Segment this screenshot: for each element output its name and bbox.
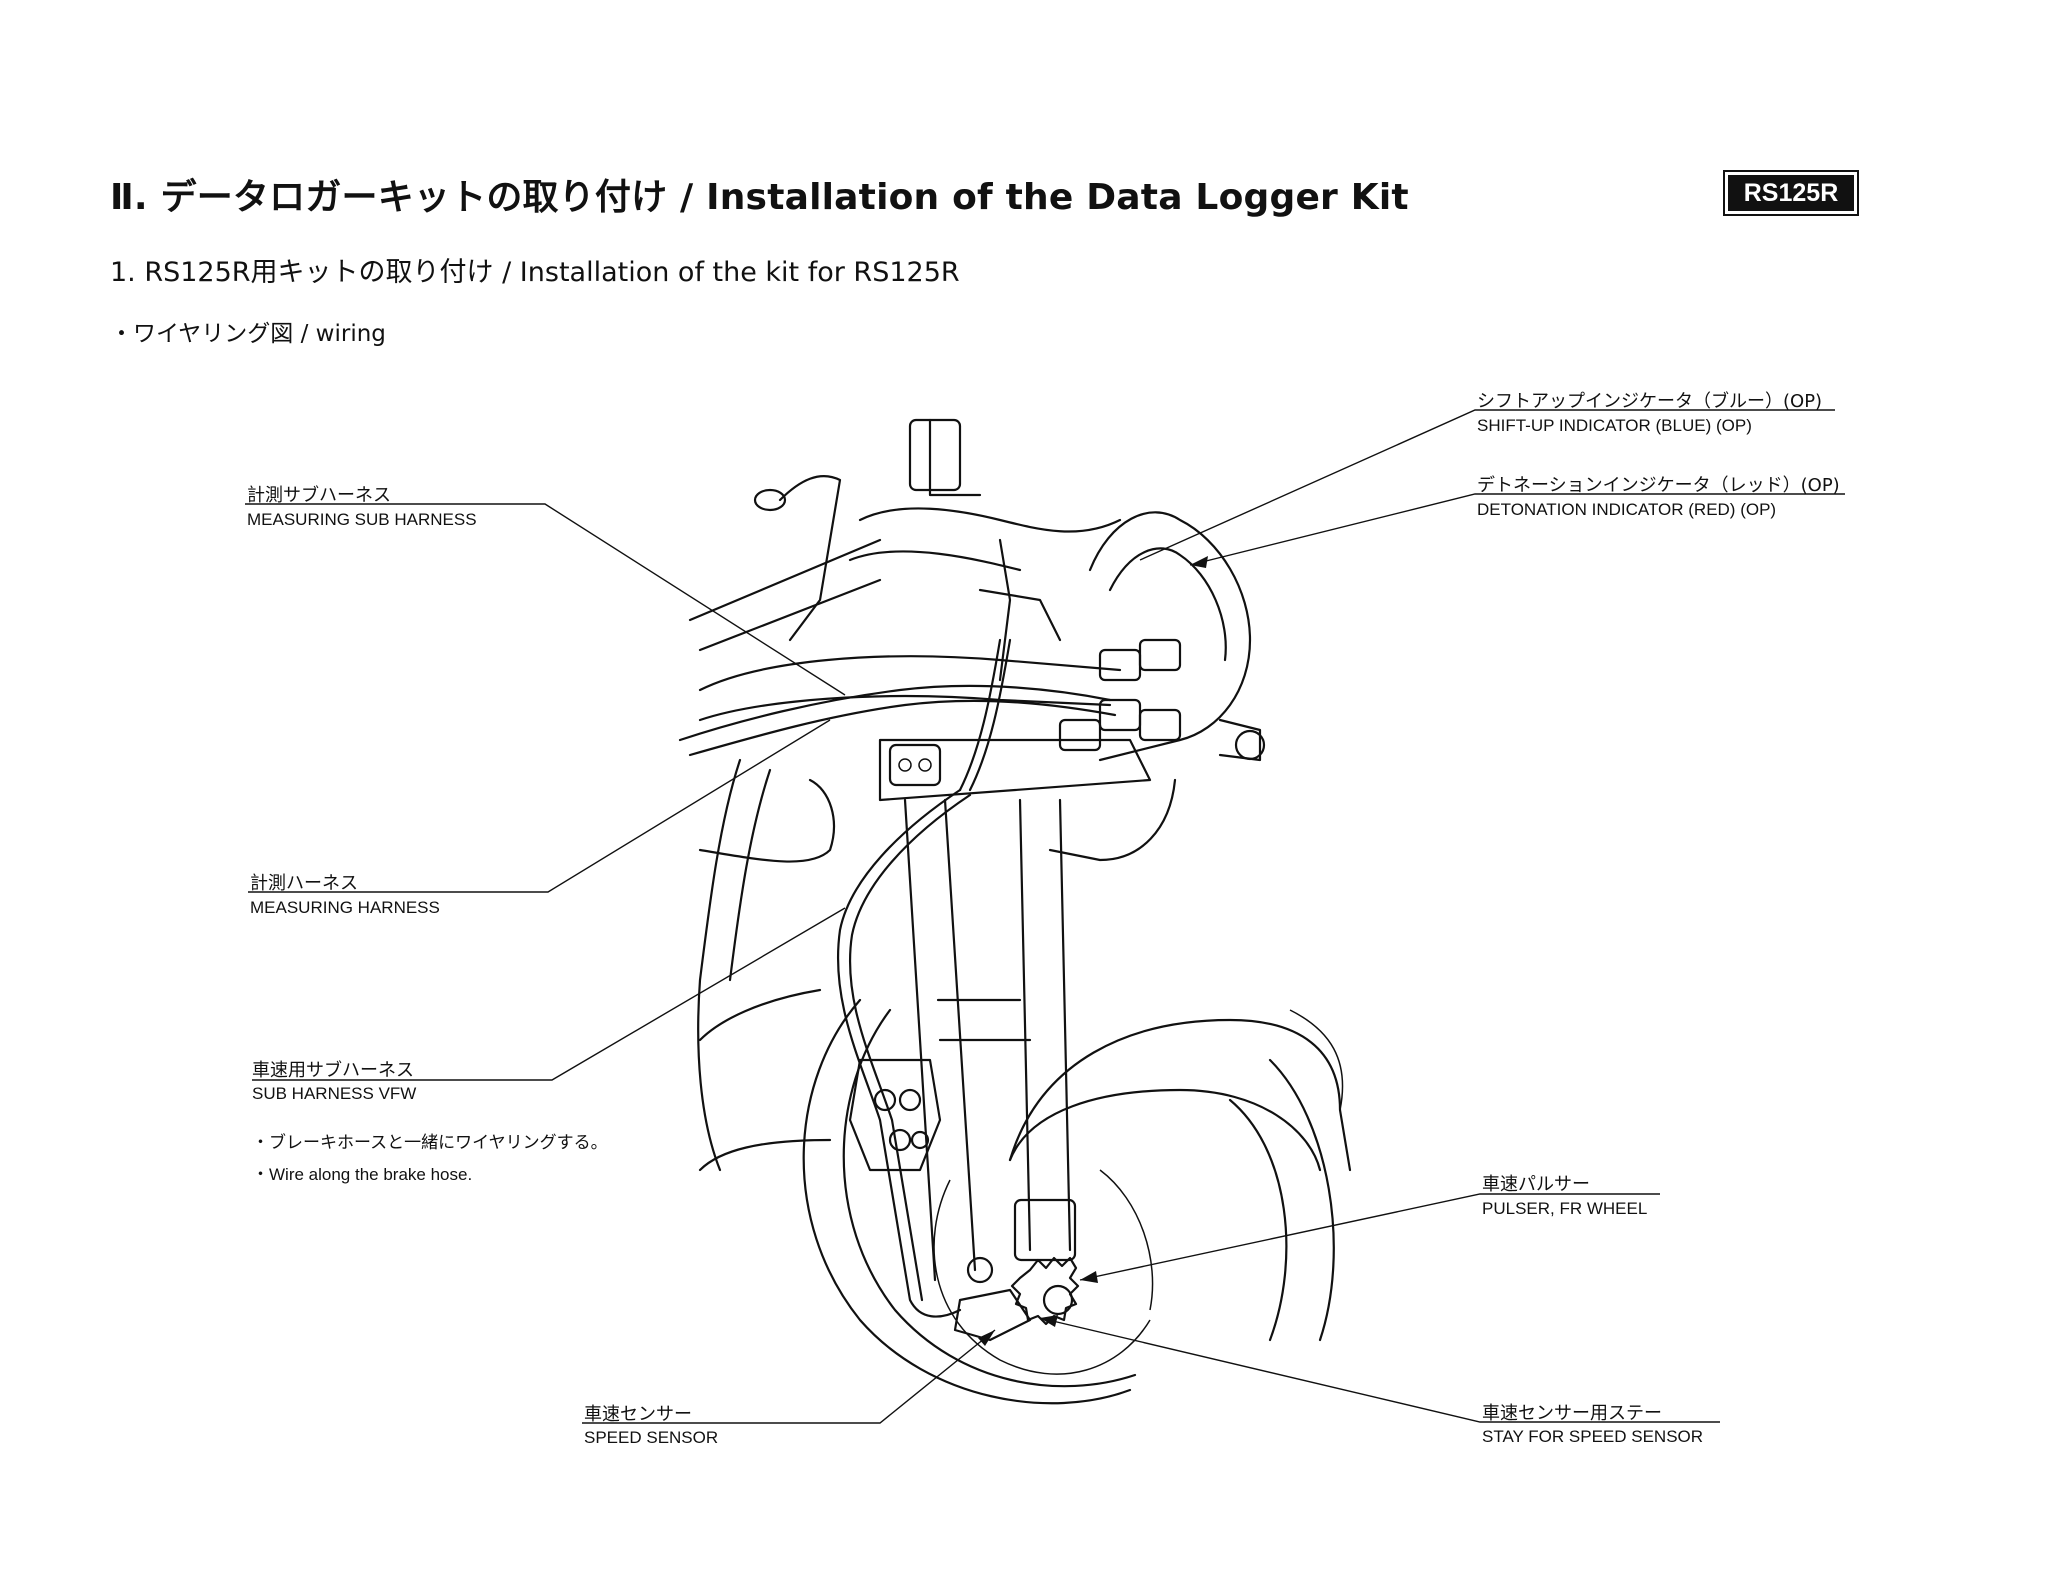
indicator-housing bbox=[1058, 511, 1252, 762]
frame-body-left bbox=[697, 758, 832, 1172]
leader-lines bbox=[245, 409, 1845, 1424]
shift-up-indicator-label-jp: シフトアップインジケータ（ブルー）(OP) bbox=[1477, 391, 1823, 412]
brake-caliper bbox=[848, 1058, 942, 1172]
sub-harness-vfw-label-en: SUB HARNESS VFW bbox=[252, 1084, 417, 1103]
front-forks bbox=[903, 798, 1077, 1282]
wiring-note-en: ・Wire along the brake hose. bbox=[252, 1165, 473, 1184]
wiring-note-jp: ・ブレーキホースと一緒にワイヤリングする。 bbox=[252, 1133, 608, 1152]
triple-clamp-handlebars bbox=[688, 475, 1266, 802]
stay-for-speed-sensor-label-jp: 車速センサー用ステー bbox=[1482, 1403, 1662, 1424]
speed-sensor-label-jp: 車速センサー bbox=[584, 1404, 692, 1425]
front-fender bbox=[1008, 1009, 1352, 1172]
speed-sensor-sub-harness bbox=[836, 788, 972, 1318]
wiring-heading: ・ワイヤリング図 / wiring bbox=[110, 321, 386, 347]
detonation-indicator-label-en: DETONATION INDICATOR (RED) (OP) bbox=[1477, 500, 1777, 519]
measuring-harness-label-en: MEASURING HARNESS bbox=[250, 898, 440, 917]
pulser-fr-wheel-label-jp: 車速パルサー bbox=[1482, 1174, 1590, 1195]
front-wheel bbox=[802, 998, 1335, 1405]
sub-harness-vfw-label-jp: 車速用サブハーネス bbox=[252, 1060, 414, 1081]
speed-sensor-assembly bbox=[953, 1256, 1080, 1342]
stay-for-speed-sensor-label-en: STAY FOR SPEED SENSOR bbox=[1482, 1427, 1704, 1446]
page-title: Ⅱ. データロガーキットの取り付け / Installation of the … bbox=[110, 177, 1409, 218]
measuring-harness-cables bbox=[678, 638, 1177, 863]
measuring-harness-label-jp: 計測ハーネス bbox=[250, 873, 358, 894]
detonation-indicator-label-jp: デトネーションインジケータ（レッド）(OP) bbox=[1477, 475, 1840, 496]
section-subtitle: 1. RS125R用キットの取り付け / Installation of the… bbox=[110, 257, 960, 288]
measuring-sub-harness-label-en: MEASURING SUB HARNESS bbox=[247, 510, 477, 529]
brake-master-cylinder bbox=[848, 418, 1122, 682]
shift-up-indicator-label-en: SHIFT-UP INDICATOR (BLUE) (OP) bbox=[1477, 416, 1752, 435]
speed-sensor-label-en: SPEED SENSOR bbox=[584, 1428, 719, 1447]
leader-arrowheads bbox=[978, 556, 1208, 1346]
model-badge: RS125R bbox=[1723, 170, 1859, 216]
pulser-fr-wheel-label-en: PULSER, FR WHEEL bbox=[1482, 1199, 1648, 1218]
measuring-sub-harness-label-jp: 計測サブハーネス bbox=[247, 485, 391, 506]
